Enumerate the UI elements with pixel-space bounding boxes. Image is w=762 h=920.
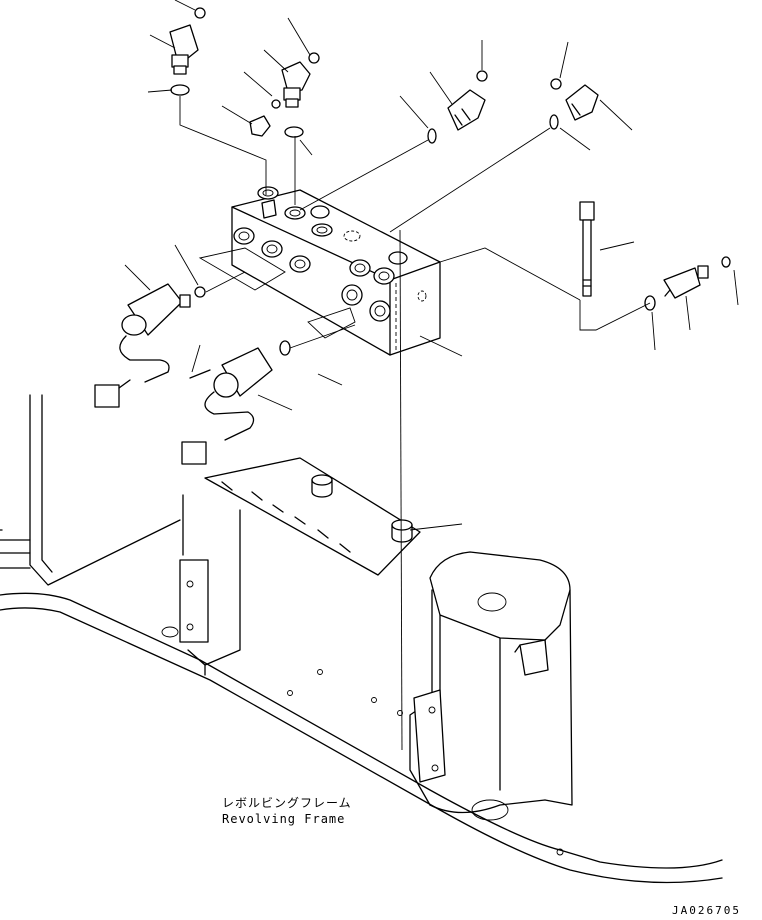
o-rings bbox=[170, 7, 731, 356]
frame-label-japanese: レボルビングフレーム bbox=[222, 796, 352, 810]
elbow-fitting-left bbox=[169, 24, 199, 75]
straight-fitting-right bbox=[447, 89, 486, 131]
valve-block bbox=[231, 186, 441, 356]
mounting-bracket bbox=[409, 551, 573, 821]
straight-fitting-far-right bbox=[565, 84, 599, 121]
solenoid-upper bbox=[94, 283, 191, 408]
drawing-number: JA026705 bbox=[672, 904, 741, 917]
long-bolt bbox=[579, 201, 595, 297]
revolving-frame bbox=[0, 394, 723, 884]
solenoid-lower bbox=[181, 347, 273, 465]
shim-plate bbox=[204, 457, 421, 576]
elbow-fitting-center bbox=[281, 61, 311, 108]
assembly-lines bbox=[179, 96, 651, 751]
leader-lines bbox=[124, 0, 739, 531]
frame-label-english: Revolving Frame bbox=[222, 812, 346, 826]
plug-bolt bbox=[249, 115, 271, 137]
pressure-switch bbox=[663, 265, 709, 299]
